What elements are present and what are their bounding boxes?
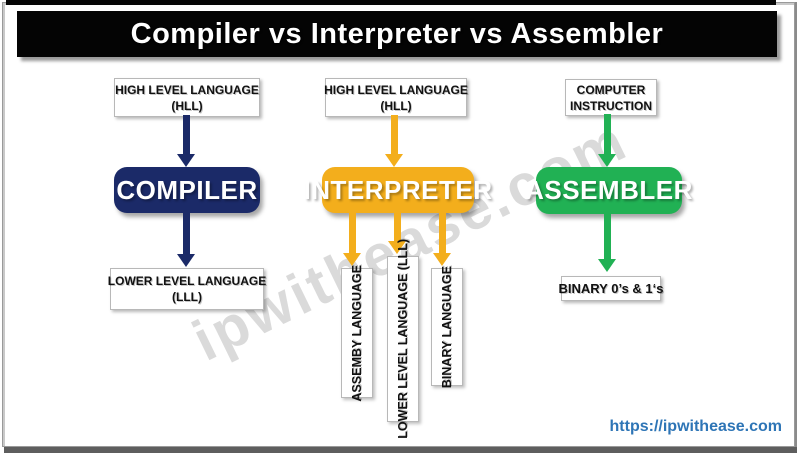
footer-link[interactable]: https://ipwithease.com [609, 418, 782, 435]
arrow-shaft [182, 213, 190, 254]
box-label-line: BINARY 0’s & 1‘s [558, 280, 664, 296]
arrow-shaft [393, 213, 401, 241]
arrow-shaft [348, 213, 356, 253]
assembler-box: ASSEMBLER [525, 167, 692, 214]
arrow-down-compiler-output [177, 213, 195, 267]
compiler-box: COMPILER [114, 167, 260, 213]
assembler-output-box: BINARY 0’s & 1‘s [558, 276, 664, 301]
arrow-down-interpreter-out-left [343, 213, 361, 266]
page-title: Compiler vs Interpreter vs Assembler [130, 17, 664, 50]
arrow-shaft [603, 114, 611, 154]
compiler-input-box: HIGH LEVEL LANGUAGE (HLL) [114, 78, 260, 117]
arrow-down-interpreter-out-middle [388, 213, 406, 254]
arrow-head [177, 254, 195, 267]
box-label-line: HIGH LEVEL LANGUAGE [115, 82, 259, 97]
interpreter-output-lll-box: LOWER LEVEL LANGUAGE (LLL) [387, 239, 419, 439]
outer-frame-right-edge [795, 2, 797, 447]
arrow-head [343, 253, 361, 266]
arrow-shaft [438, 213, 446, 253]
box-label-line: LOWER LEVEL LANGUAGE [107, 274, 267, 288]
box-label-line: COMPUTER [576, 82, 646, 97]
arrow-down-interpreter-input [385, 115, 403, 167]
box-label-line: (LLL) [172, 290, 202, 304]
arrow-head [433, 253, 451, 266]
arrow-head [598, 154, 616, 167]
outer-frame-bottom-shadow [4, 447, 797, 453]
interpreter-output-binary-box: BINARY LANGUAGE [431, 265, 463, 389]
process-label: INTERPRETER [303, 174, 493, 205]
box-label-vertical: BINARY LANGUAGE [440, 265, 454, 389]
assembler-input-box: COMPUTER INSTRUCTION [565, 79, 657, 116]
process-label: COMPILER [116, 174, 258, 205]
arrow-down-compiler-input [177, 115, 195, 167]
process-label: ASSEMBLER [525, 175, 693, 205]
arrow-shaft [390, 115, 398, 154]
arrow-head [598, 259, 616, 272]
compiler-output-box: LOWER LEVEL LANGUAGE (LLL) [107, 268, 267, 310]
interpreter-output-assembly-box: ASSEMBY LANGUAGE [341, 265, 373, 401]
arrow-shaft [603, 214, 611, 259]
box-label-line: (HLL) [171, 98, 203, 113]
box-label-line: (HLL) [380, 98, 412, 113]
box-label-line: HIGH LEVEL LANGUAGE [324, 82, 468, 97]
box-label-line: INSTRUCTION [570, 98, 652, 113]
arrow-head [177, 154, 195, 167]
box-label-vertical: LOWER LEVEL LANGUAGE (LLL) [396, 239, 410, 439]
top-black-strip [6, 0, 776, 5]
title-bar: Compiler vs Interpreter vs Assembler [17, 11, 777, 57]
arrow-head [388, 241, 406, 254]
interpreter-box: INTERPRETER [304, 167, 492, 213]
arrow-down-assembler-output [598, 214, 616, 272]
arrow-head [385, 154, 403, 167]
arrow-shaft [182, 115, 190, 154]
interpreter-input-box: HIGH LEVEL LANGUAGE (HLL) [324, 78, 468, 117]
box-label-vertical: ASSEMBY LANGUAGE [350, 264, 364, 402]
arrow-down-assembler-input [598, 114, 616, 167]
arrow-down-interpreter-out-right [433, 213, 451, 266]
